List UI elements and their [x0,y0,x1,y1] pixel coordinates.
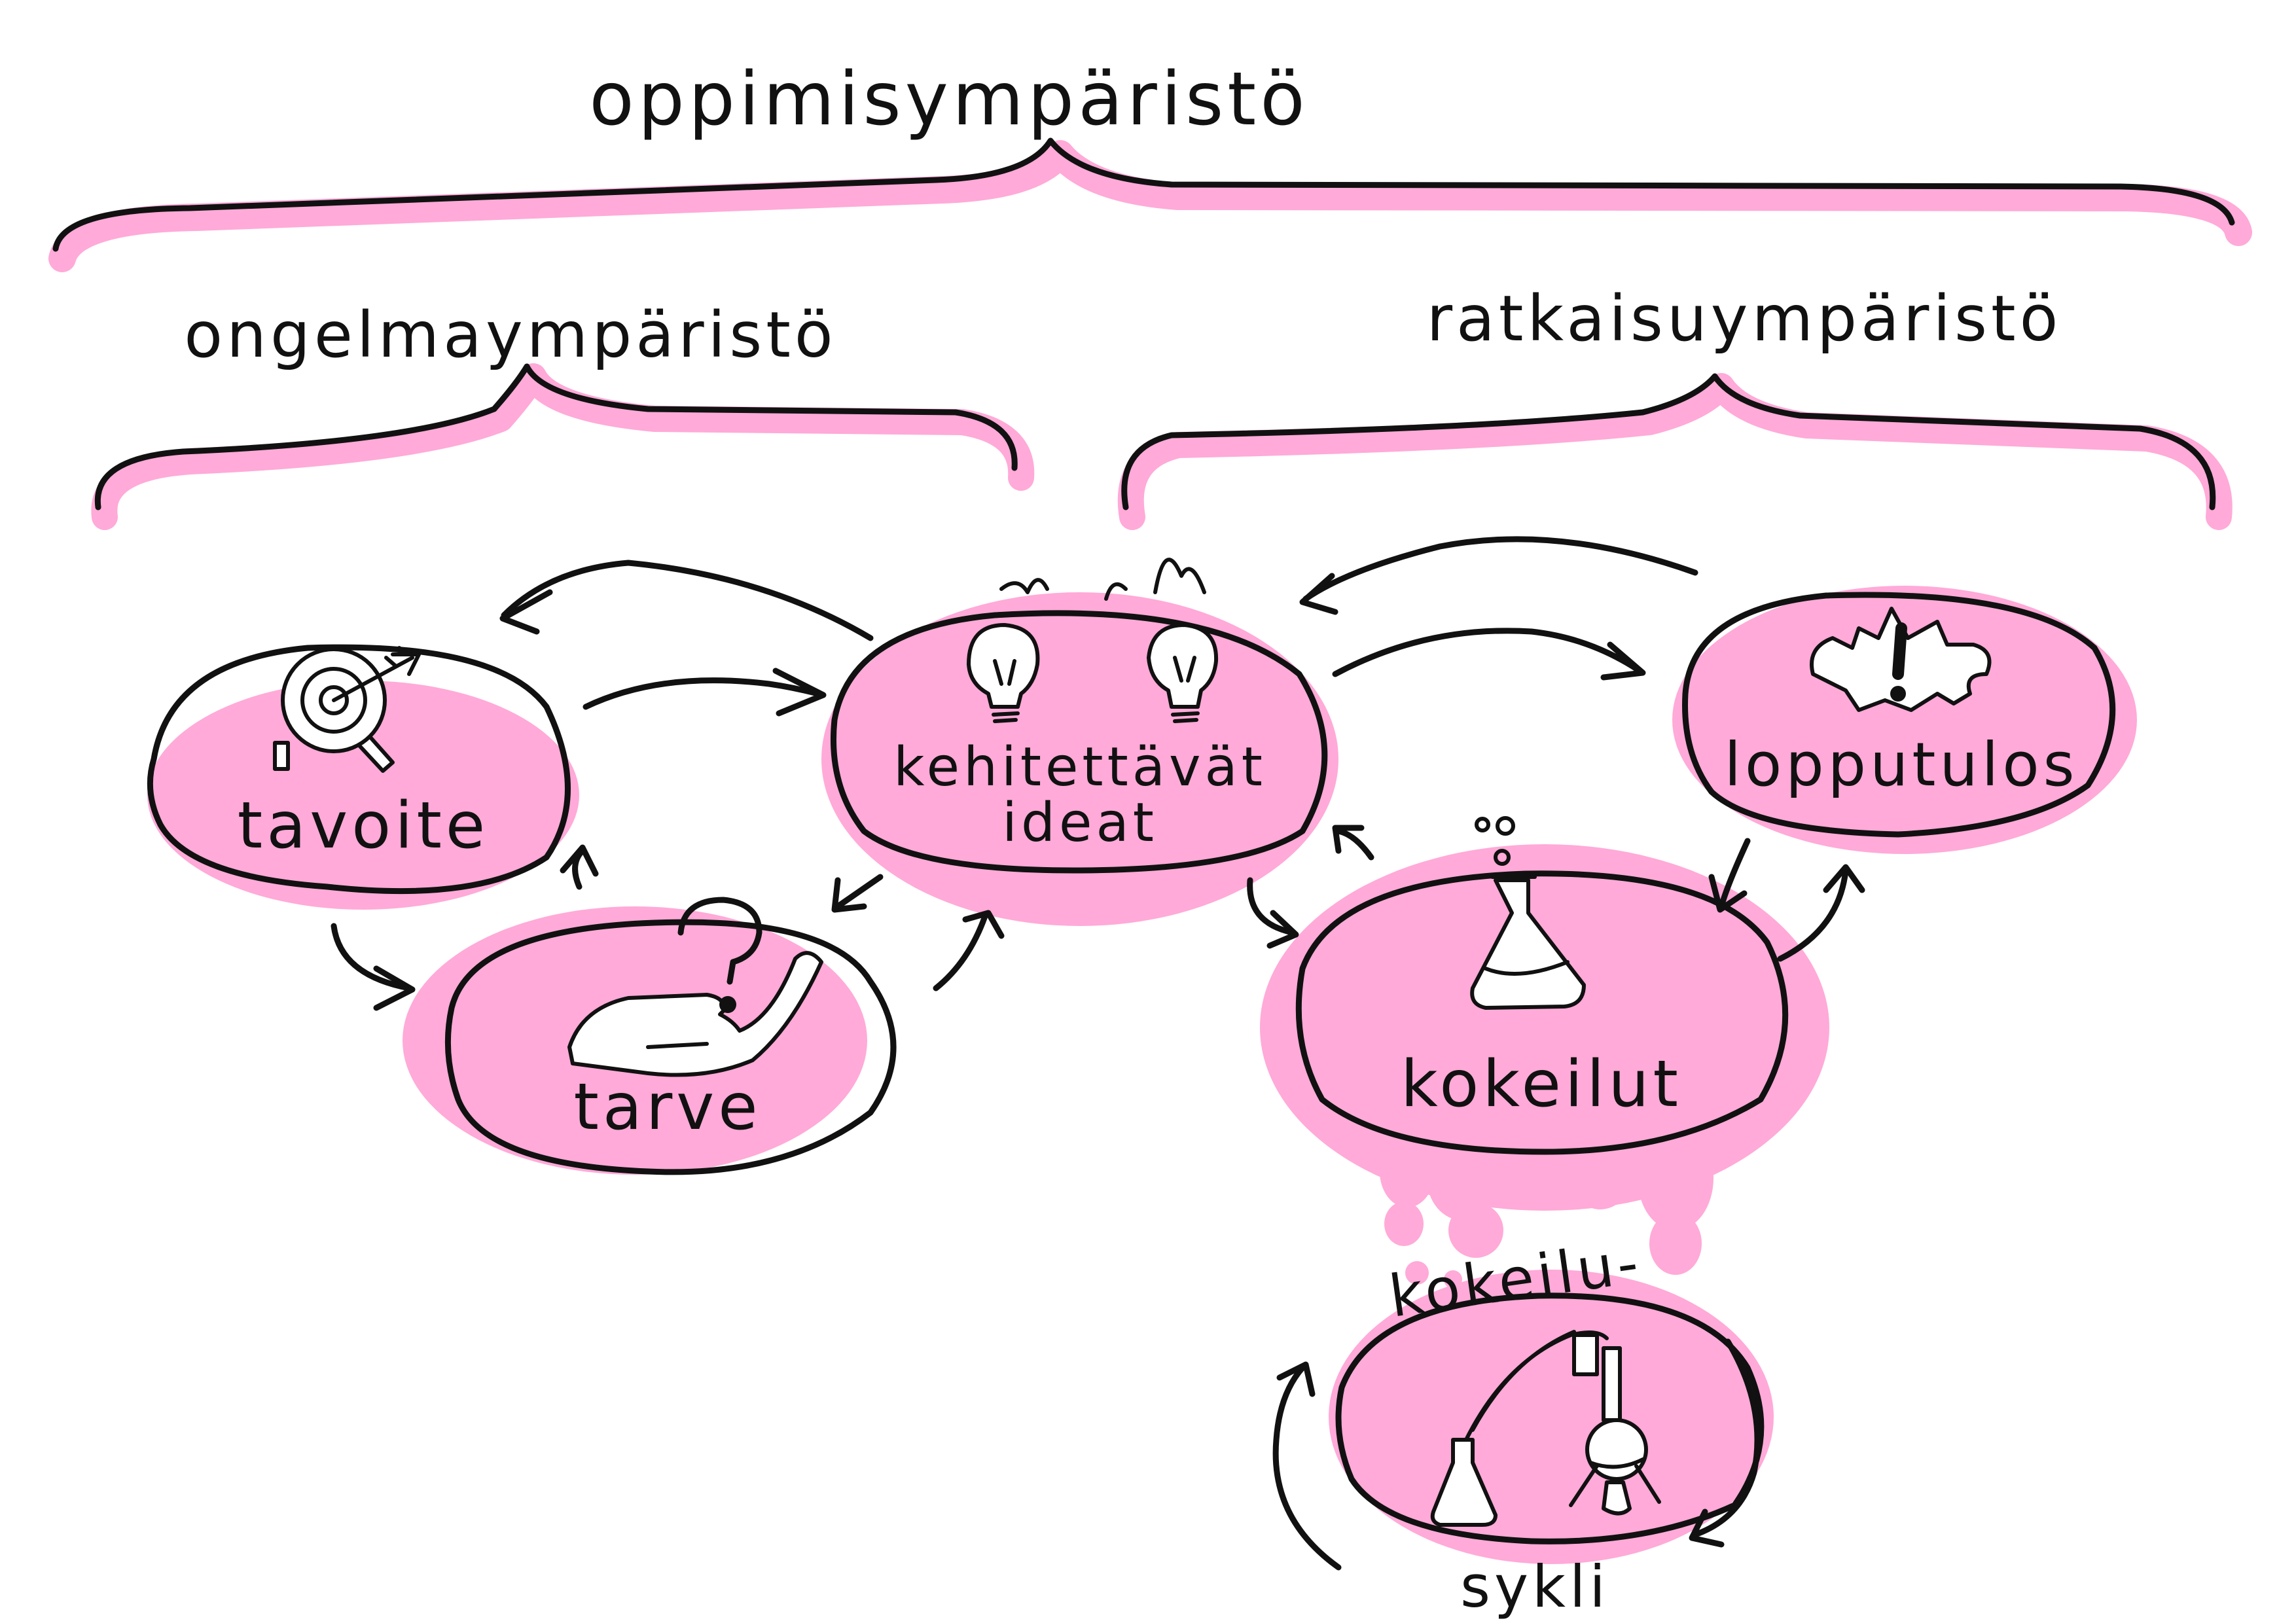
ideas-label-line1: kehitettävät [893,736,1266,798]
arrow-experiments-to-ideas [1332,825,1374,861]
result-outline [1682,592,2116,838]
hand-question-icon [567,897,823,1077]
flask-icon [1470,816,1586,1010]
goal-outline [147,644,571,895]
right-heading: ratkaisuympäristö [1427,282,2062,355]
lightbulbs-icon [967,558,1219,723]
top-brace [48,137,2252,272]
arrow-need-to-goal [560,844,599,890]
experiments-blob [1260,844,1829,1211]
exclamation-burst-icon [1810,607,1992,712]
cycle-label-bottom: sykli [1460,1553,1609,1620]
arrow-goal-to-ideas [583,668,827,717]
arrow-experiments-to-result [1777,864,1865,962]
experiments-label: kokeilut [1401,1047,1682,1122]
connector-arrows [331,536,1865,1571]
arrow-need-to-ideas [933,910,1005,991]
need-label: tarve [573,1070,761,1145]
result-blob [1672,586,2137,854]
arrow-result-to-experiments [1708,838,1751,913]
arrow-ideas-to-goal [499,560,874,641]
top-heading-group: oppimisympäristö [48,57,2252,272]
arrow-goal-to-need [331,923,416,1011]
ideas-label-line2: ideat [1002,792,1158,854]
goal-label: tavoite [238,789,489,863]
cycle-arrow-right [1689,1338,1761,1548]
left-brace [91,363,1035,530]
right-heading-group: ratkaisuympäristö [1117,282,2233,530]
left-heading: ongelmaympäristö [184,298,836,372]
need-outline [444,919,897,1175]
top-heading: oppimisympäristö [589,57,1308,142]
right-brace [1117,373,2233,530]
result-label: lopputulos [1724,730,2078,800]
arrow-ideas-to-experiments [1247,877,1299,949]
arrow-ideas-to-result [1332,628,1646,681]
experiments-outline [1295,870,1789,1155]
target-icon [273,646,421,773]
lab-equipment-icon [1430,1330,1661,1527]
ideas-outline [830,610,1328,874]
drip-bubbles [1380,1126,1713,1289]
cycle-arrow-left [1272,1361,1342,1571]
arrow-ideas-to-need [831,874,884,913]
arrow-result-to-ideas [1299,536,1698,615]
left-heading-group: ongelmaympäristö [91,298,1035,530]
goal-blob [147,681,579,910]
